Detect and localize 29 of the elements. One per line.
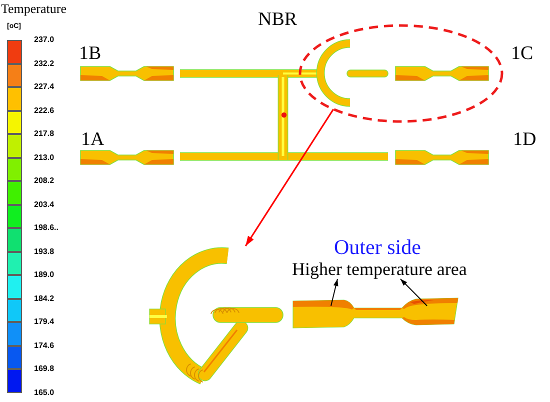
- scale-value: 165.0: [34, 388, 54, 398]
- dashed-ellipse: [297, 23, 505, 124]
- scale-value: 179.4: [34, 317, 54, 327]
- scale-value: 174.6: [34, 340, 54, 350]
- scale-value: 232.2: [34, 58, 54, 68]
- leader-arrow: [400, 278, 428, 306]
- part-label: 1D: [513, 129, 536, 151]
- view-heading: Outer side: [334, 235, 421, 259]
- part-label: 1B: [79, 43, 102, 65]
- arrow: [244, 108, 334, 246]
- leader-arrow: [330, 278, 338, 306]
- scale-value: 208.2: [34, 176, 54, 186]
- scale-value: 198.6..: [34, 223, 58, 233]
- scale-value: 203.4: [34, 200, 54, 210]
- scale-value: 237.0: [34, 35, 54, 45]
- scale-value: 189.0: [34, 270, 54, 280]
- part-label: 1C: [511, 43, 534, 65]
- material-label: NBR: [258, 9, 298, 31]
- scale-value: 169.8: [34, 364, 54, 374]
- annotation-text: Higher temperature area: [292, 259, 467, 279]
- scale-value: 193.8: [34, 246, 54, 256]
- scale-title: Temperature: [1, 1, 66, 16]
- scale-value: 217.8: [34, 129, 54, 139]
- specimen-closeup-drawing: [292, 297, 460, 330]
- part-label: 1A: [81, 129, 104, 151]
- scale-value: 222.6: [34, 106, 54, 116]
- scale-value: 184.2: [34, 294, 54, 304]
- scale-value: 227.4: [34, 82, 54, 92]
- scale-value: 213.0: [34, 152, 54, 162]
